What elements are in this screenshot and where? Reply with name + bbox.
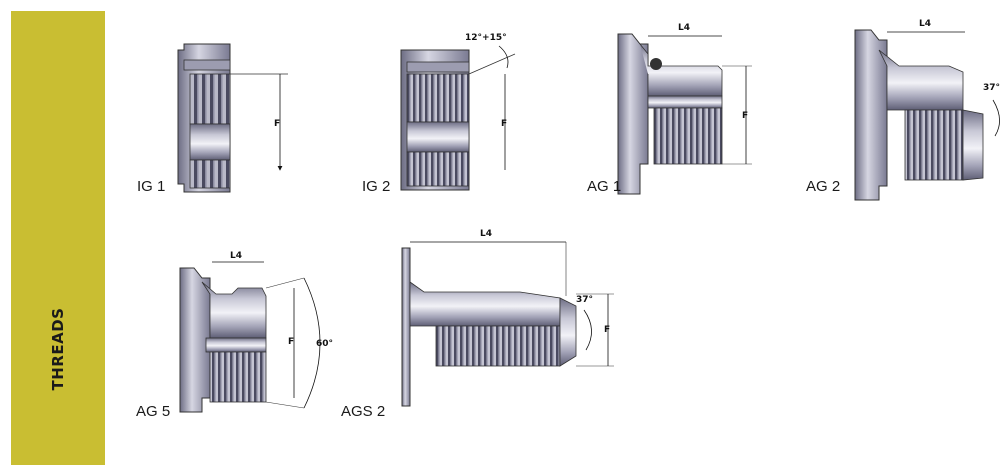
ig2-f-label: F (501, 119, 507, 129)
ags2-f-label: F (604, 325, 610, 335)
ig2-angle-label: 12°+15° (465, 33, 507, 43)
ags2-angle-label: 37° (576, 295, 593, 305)
caption-ag2: AG 2 (806, 178, 841, 195)
ag5-f-label: F (288, 337, 294, 347)
figure-ig1: F (170, 40, 310, 205)
ig2-drawing: 12°+15° F (400, 33, 516, 191)
ag1-l4-label: L4 (678, 23, 690, 33)
figure-ags2: L4 37° F (400, 226, 630, 416)
ig1-f-label: F (274, 119, 280, 129)
ag5-angle-label: 60° (316, 339, 333, 349)
caption-ig2: IG 2 (362, 178, 391, 195)
ag1-f-label: F (742, 111, 748, 121)
figure-ag5: L4 F 60° (176, 248, 346, 418)
ag5-l4-label: L4 (230, 251, 242, 261)
caption-ag5: AG 5 (136, 403, 171, 420)
threads-sidebar: THREADS (11, 11, 105, 465)
ig1-drawing: F (177, 43, 288, 193)
figure-ag1: L4 F (617, 14, 763, 204)
ag5-drawing: L4 F 60° (179, 251, 333, 413)
ag2-drawing: L4 37° (854, 19, 1000, 201)
figure-ag2: L4 37° (853, 10, 1007, 206)
ag1-drawing: L4 F (617, 23, 752, 195)
sidebar-label: THREADS (49, 307, 67, 391)
ags2-l4-label: L4 (480, 229, 492, 239)
ag2-angle-label: 37° (983, 83, 1000, 93)
ag2-l4-label: L4 (919, 19, 931, 29)
ags2-drawing: L4 37° F (401, 229, 614, 407)
caption-ag1: AG 1 (587, 178, 622, 195)
caption-ig1: IG 1 (137, 178, 166, 195)
figure-ig2: 12°+15° F (395, 30, 535, 205)
caption-ags2: AGS 2 (341, 403, 386, 420)
